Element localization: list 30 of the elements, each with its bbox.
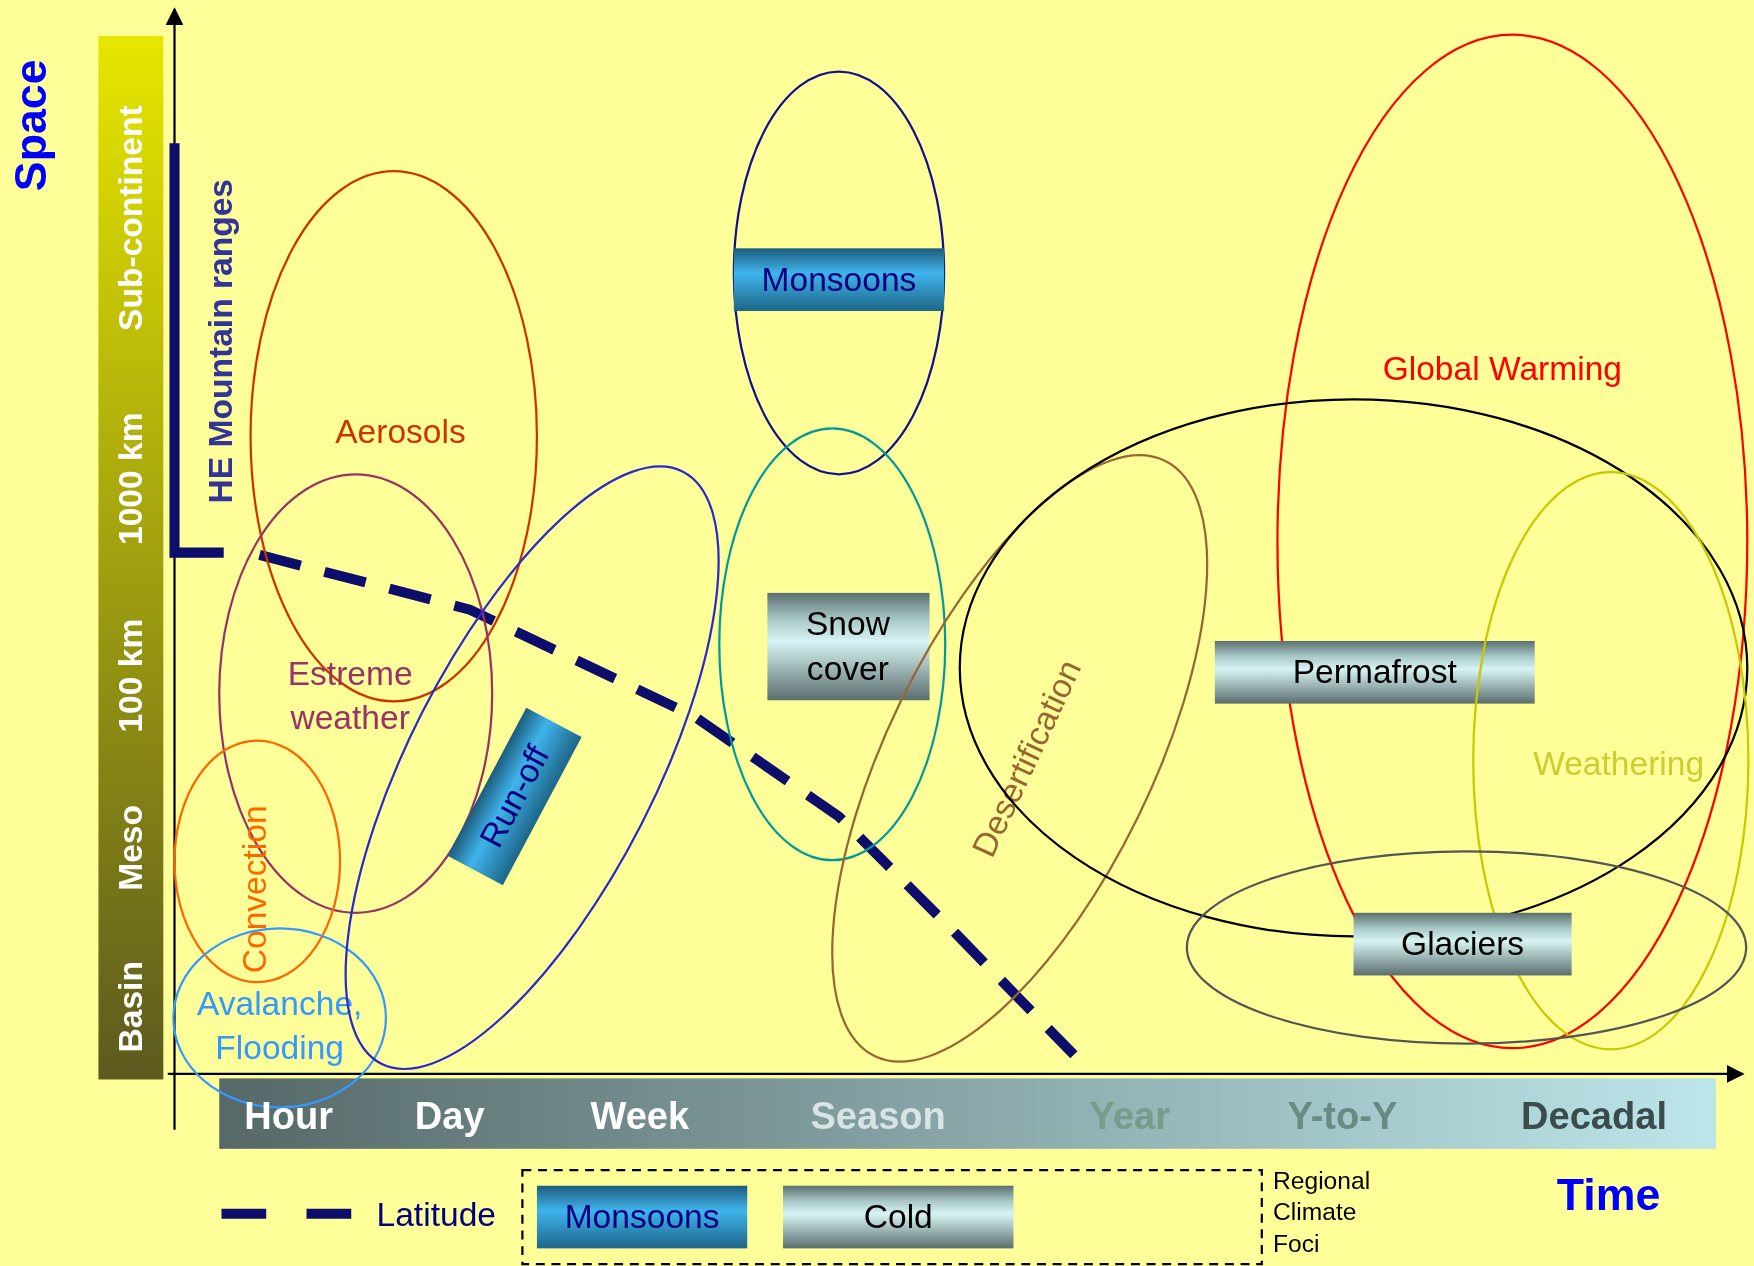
scale-label: Hour: [244, 1094, 333, 1139]
label-box: Monsoons: [733, 248, 945, 311]
label-box: Snow cover: [766, 592, 929, 701]
scale-label: 100 km: [111, 618, 150, 733]
legend-note: Regional Climate Foci: [1273, 1165, 1372, 1260]
legend-swatch: Cold: [783, 1185, 1014, 1249]
ellipse-region: [250, 171, 537, 702]
scale-label: Meso: [111, 805, 150, 891]
region-label: Weathering: [1533, 744, 1705, 784]
region-label: Aerosols: [335, 411, 466, 452]
ellipse-region: [733, 71, 945, 475]
axis-title: Space: [6, 59, 57, 192]
scale-label: Season: [810, 1094, 946, 1139]
scale-label: Day: [414, 1094, 485, 1139]
ellipse-region: [1186, 851, 1747, 1044]
scale-label: Week: [590, 1094, 690, 1139]
ellipse-region: [1277, 34, 1748, 1049]
ellipse-region: [174, 740, 341, 983]
region-label: Convection: [235, 805, 274, 974]
region-label: Global Warming: [1382, 349, 1622, 390]
scale-label: Decadal: [1521, 1094, 1667, 1139]
legend-swatch: Monsoons: [536, 1185, 748, 1249]
ellipse-region: [719, 428, 946, 861]
scale-label: Sub-continent: [111, 105, 150, 331]
bracket-label: HE Mountain ranges: [201, 178, 240, 504]
axis-title: Time: [1556, 1169, 1661, 1220]
legend-label: Latitude: [376, 1195, 496, 1234]
scale-label: Basin: [111, 961, 150, 1053]
scale-label: Y-to-Y: [1287, 1094, 1398, 1139]
scale-label: 1000 km: [111, 412, 150, 545]
